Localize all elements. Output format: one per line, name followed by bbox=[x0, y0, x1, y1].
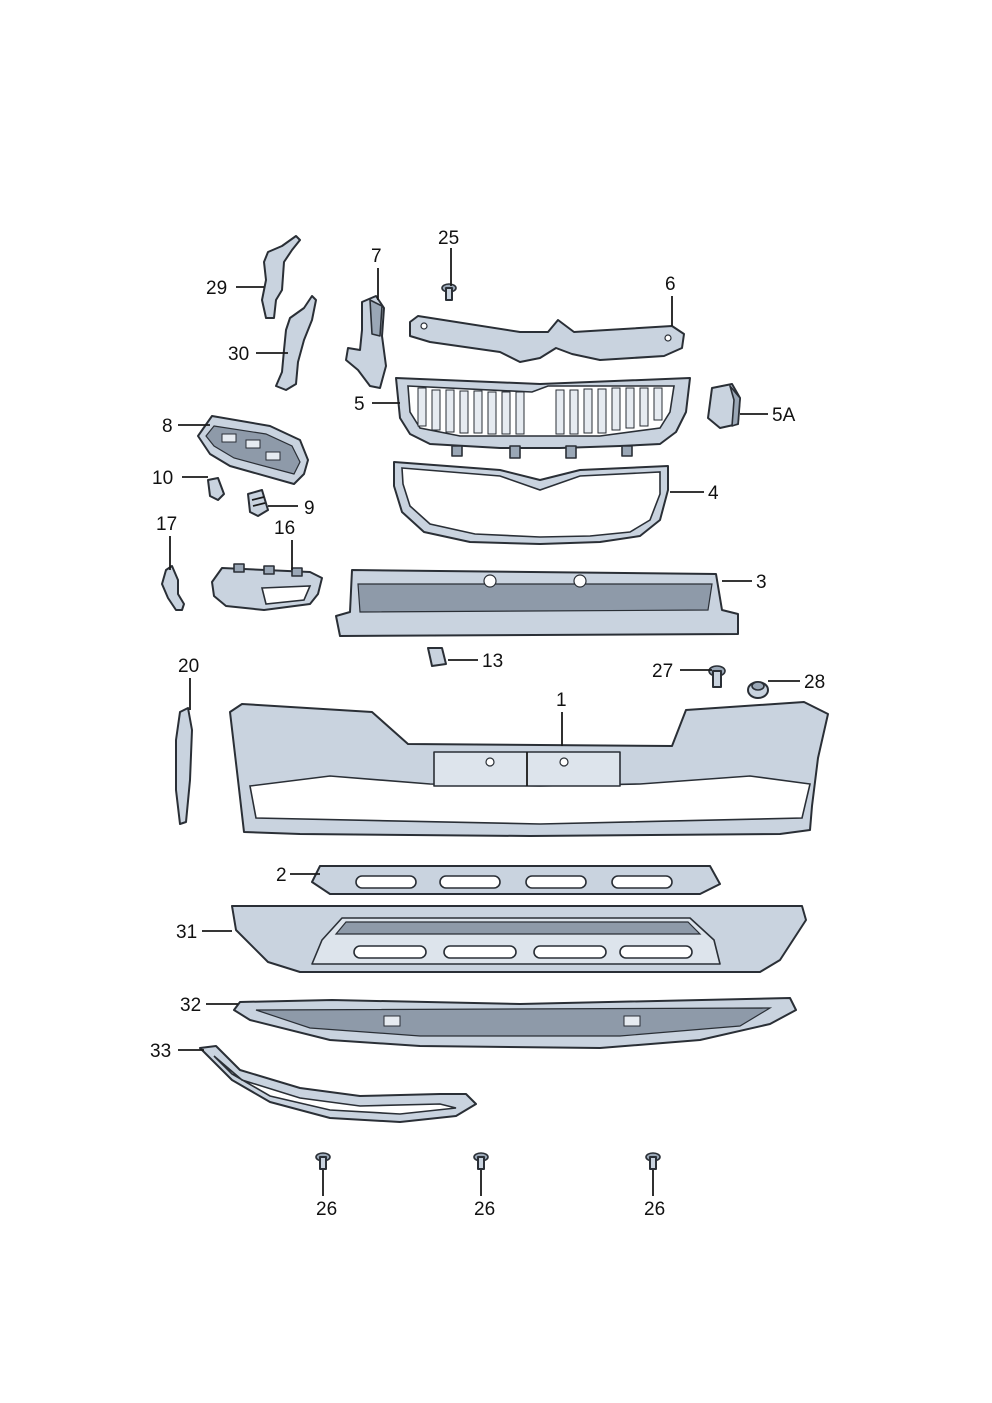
part-8-fog-lamp-grille[interactable] bbox=[197, 415, 309, 485]
callout-30: 30 bbox=[228, 344, 249, 365]
part-26-screw-middle[interactable] bbox=[473, 1152, 489, 1170]
part-25-screw[interactable] bbox=[441, 283, 457, 301]
part-5a-cap[interactable] bbox=[707, 383, 741, 429]
part-13-clip[interactable] bbox=[427, 647, 447, 667]
part-26-screw-left[interactable] bbox=[315, 1152, 331, 1170]
callout-3: 3 bbox=[756, 572, 767, 593]
callout-26-left: 26 bbox=[316, 1199, 337, 1220]
callout-16: 16 bbox=[274, 518, 295, 539]
callout-33: 33 bbox=[150, 1041, 171, 1062]
callout-7: 7 bbox=[371, 246, 382, 267]
callout-13: 13 bbox=[482, 651, 503, 672]
callout-labels: 29 30 7 25 6 5 5A 8 10 9 4 17 16 3 13 27… bbox=[150, 228, 825, 1220]
part-6-cross-member[interactable] bbox=[409, 315, 685, 363]
part-2-trim-panel[interactable] bbox=[311, 865, 721, 895]
callout-25: 25 bbox=[438, 228, 459, 249]
part-30-bracket[interactable] bbox=[275, 295, 317, 391]
part-28-grommet[interactable] bbox=[747, 681, 769, 699]
callout-26-right: 26 bbox=[644, 1199, 665, 1220]
callout-31: 31 bbox=[176, 922, 197, 943]
callout-1: 1 bbox=[556, 690, 567, 711]
part-7-air-guide[interactable] bbox=[345, 295, 387, 389]
part-32-lower-grille-strip[interactable] bbox=[233, 997, 797, 1049]
part-27-screw[interactable] bbox=[708, 665, 726, 688]
callout-4: 4 bbox=[708, 483, 719, 504]
callout-2: 2 bbox=[276, 865, 287, 886]
callout-28: 28 bbox=[804, 672, 825, 693]
part-3-lower-grille[interactable] bbox=[335, 569, 739, 637]
callout-17: 17 bbox=[156, 514, 177, 535]
callout-26-middle: 26 bbox=[474, 1199, 495, 1220]
part-16-fog-lamp-bracket[interactable] bbox=[211, 563, 323, 611]
grille-slats bbox=[417, 387, 663, 435]
part-10-insert[interactable] bbox=[207, 477, 225, 501]
callout-29: 29 bbox=[206, 278, 227, 299]
part-31-lower-bumper[interactable] bbox=[231, 905, 807, 973]
part-4-grille-frame[interactable] bbox=[393, 461, 669, 545]
callout-10: 10 bbox=[152, 468, 173, 489]
part-5-radiator-grille[interactable] bbox=[395, 377, 691, 459]
callout-27: 27 bbox=[652, 661, 673, 682]
part-26-screw-right[interactable] bbox=[645, 1152, 661, 1170]
part-20-side-strip[interactable] bbox=[175, 707, 193, 825]
callout-6: 6 bbox=[665, 274, 676, 295]
callout-5a: 5A bbox=[772, 405, 796, 426]
part-9-insert[interactable] bbox=[247, 489, 269, 517]
callout-20: 20 bbox=[178, 656, 199, 677]
part-17-side-trim[interactable] bbox=[161, 565, 185, 611]
callout-9: 9 bbox=[304, 498, 315, 519]
leader-lines bbox=[169, 248, 800, 1196]
part-1-bumper-cover[interactable] bbox=[229, 701, 829, 837]
callout-32: 32 bbox=[180, 995, 201, 1016]
callout-8: 8 bbox=[162, 416, 173, 437]
part-33-lower-trim[interactable] bbox=[199, 1045, 477, 1123]
part-29-bracket[interactable] bbox=[261, 235, 301, 319]
callout-5: 5 bbox=[354, 394, 365, 415]
